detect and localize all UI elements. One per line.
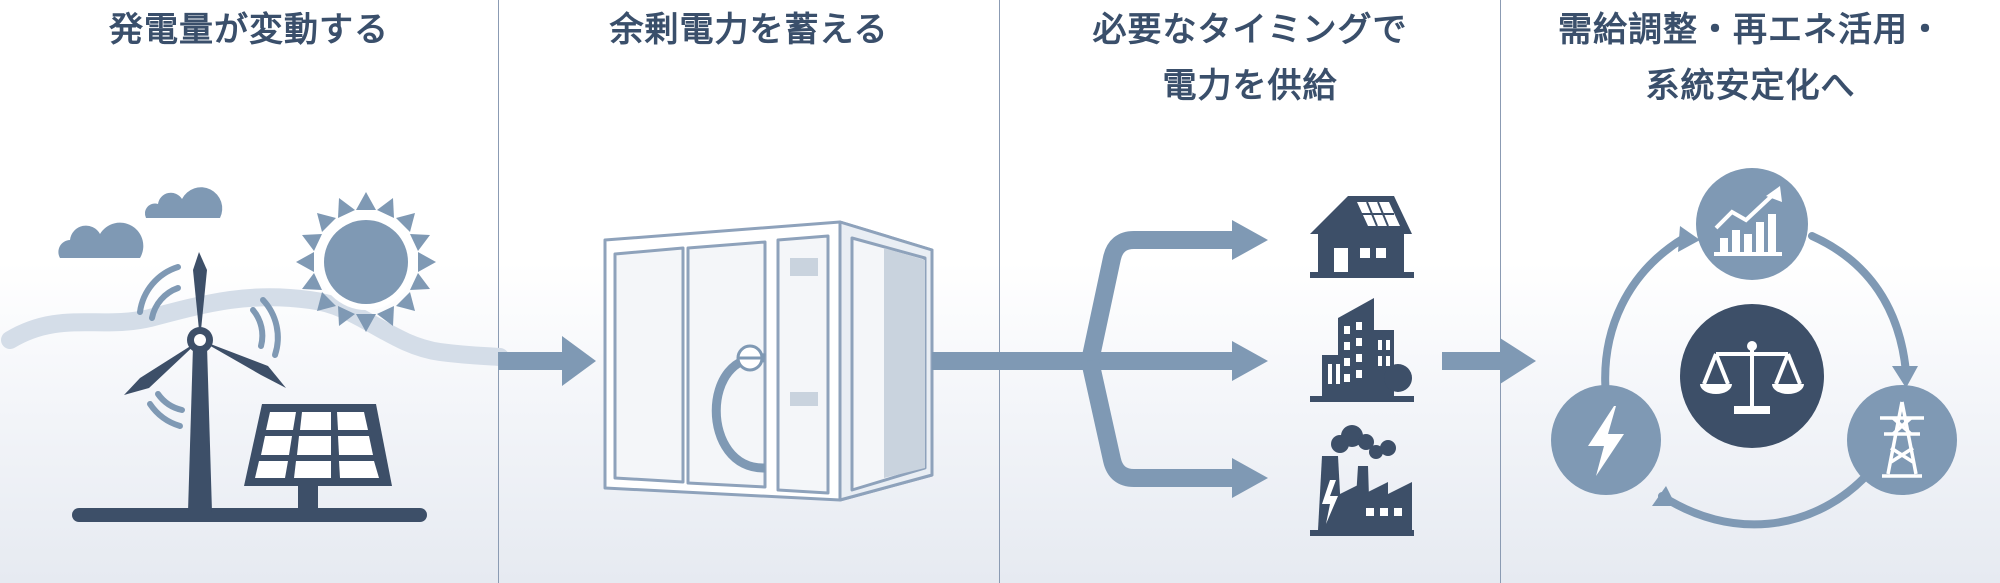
house-icon (1310, 196, 1414, 278)
arrow-to-house (1232, 220, 1268, 260)
sun-icon (296, 192, 436, 332)
divider-2 (999, 0, 1000, 583)
wind-flow-wave (1, 288, 509, 366)
chart-growth-icon (1696, 168, 1808, 280)
city-buildings-icon (1310, 298, 1414, 402)
cycle-arrowhead-right (1892, 366, 1918, 388)
step-4-title-line-1: 需給調整・再エネ活用・ (1558, 10, 1943, 50)
balance-scale-icon (1680, 304, 1824, 448)
lightning-icon (1551, 385, 1661, 495)
step-panel-3: 必要なタイミングで 電力を供給 (1000, 0, 1500, 583)
arrow-to-factory (1232, 458, 1268, 498)
cycle-arrows (1601, 232, 1910, 529)
arrow-generation-to-storage (498, 336, 596, 386)
supply-branch-arrows (932, 231, 1235, 487)
divider-1 (498, 0, 499, 583)
solar-panel-icon (244, 404, 392, 512)
step-3-title: 必要なタイミングで 電力を供給 (1000, 2, 1500, 114)
cloud-icon (58, 222, 144, 258)
battery-container-icon (603, 220, 934, 502)
wind-turbine-icon (72, 252, 427, 522)
step-panel-2: 余剰電力を蓄える (499, 0, 999, 583)
step-2-title: 余剰電力を蓄える (499, 2, 999, 58)
step-3-title-line-1: 必要なタイミングで (1092, 10, 1408, 50)
cycle-arrowhead-bottom (1652, 486, 1676, 506)
step-2-title-line-1: 余剰電力を蓄える (609, 10, 889, 50)
step-4-title: 需給調整・再エネ活用・ 系統安定化へ (1501, 2, 2000, 114)
arrow-supply-to-outcomes (1442, 338, 1536, 384)
power-tower-icon (1847, 385, 1957, 495)
step-panel-4: 需給調整・再エネ活用・ 系統安定化へ (1501, 0, 2000, 583)
step-1-title: 発電量が変動する (0, 2, 498, 58)
factory-icon (1310, 425, 1414, 536)
cycle-arrowhead-left (1678, 226, 1700, 252)
arrow-to-city (1232, 341, 1268, 381)
step-3-title-line-2: 電力を供給 (1162, 66, 1338, 106)
cloud-icon-small (144, 187, 223, 218)
step-4-title-line-2: 系統安定化へ (1645, 66, 1856, 106)
divider-3 (1500, 0, 1501, 583)
step-1-title-line-1: 発電量が変動する (109, 10, 389, 50)
step-panel-1: 発電量が変動する (0, 0, 498, 583)
